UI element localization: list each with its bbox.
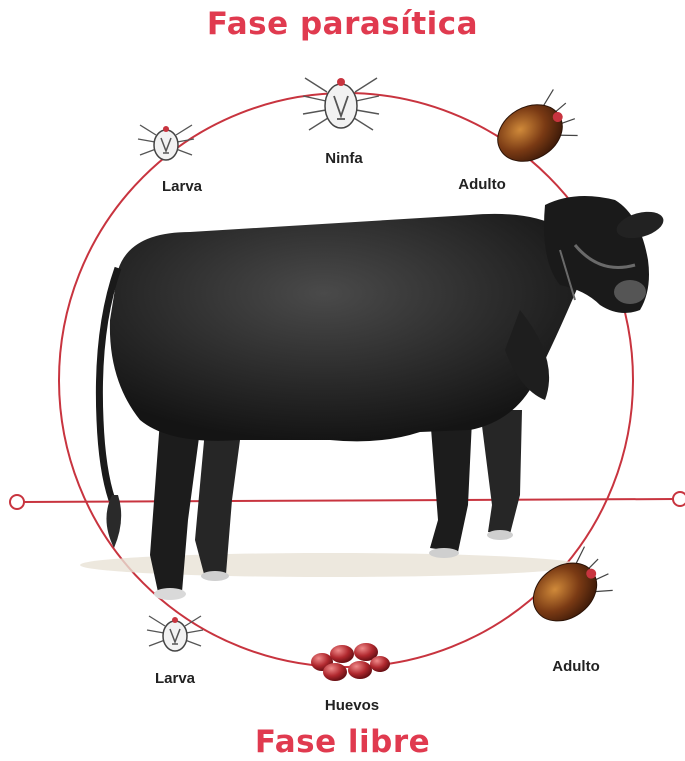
label-eggs: Huevos	[325, 697, 379, 714]
label-adult-free: Adulto	[552, 658, 599, 675]
label-larva-free: Larva	[155, 670, 195, 687]
divider-end-right	[673, 492, 685, 506]
label-adult-parasitic: Adulto	[458, 176, 505, 193]
tick-eggs-icon	[311, 643, 390, 681]
tick-larva-icon	[147, 616, 203, 651]
label-larva-parasitic: Larva	[162, 178, 202, 195]
phase-divider	[22, 499, 676, 502]
tick-nymph-icon	[303, 78, 379, 130]
label-nymph: Ninfa	[325, 150, 363, 167]
engorged-adult-tick-icon	[488, 87, 583, 172]
divider-end-left	[10, 495, 24, 509]
engorged-adult-tick-icon	[522, 544, 617, 632]
bull-icon	[80, 196, 666, 600]
